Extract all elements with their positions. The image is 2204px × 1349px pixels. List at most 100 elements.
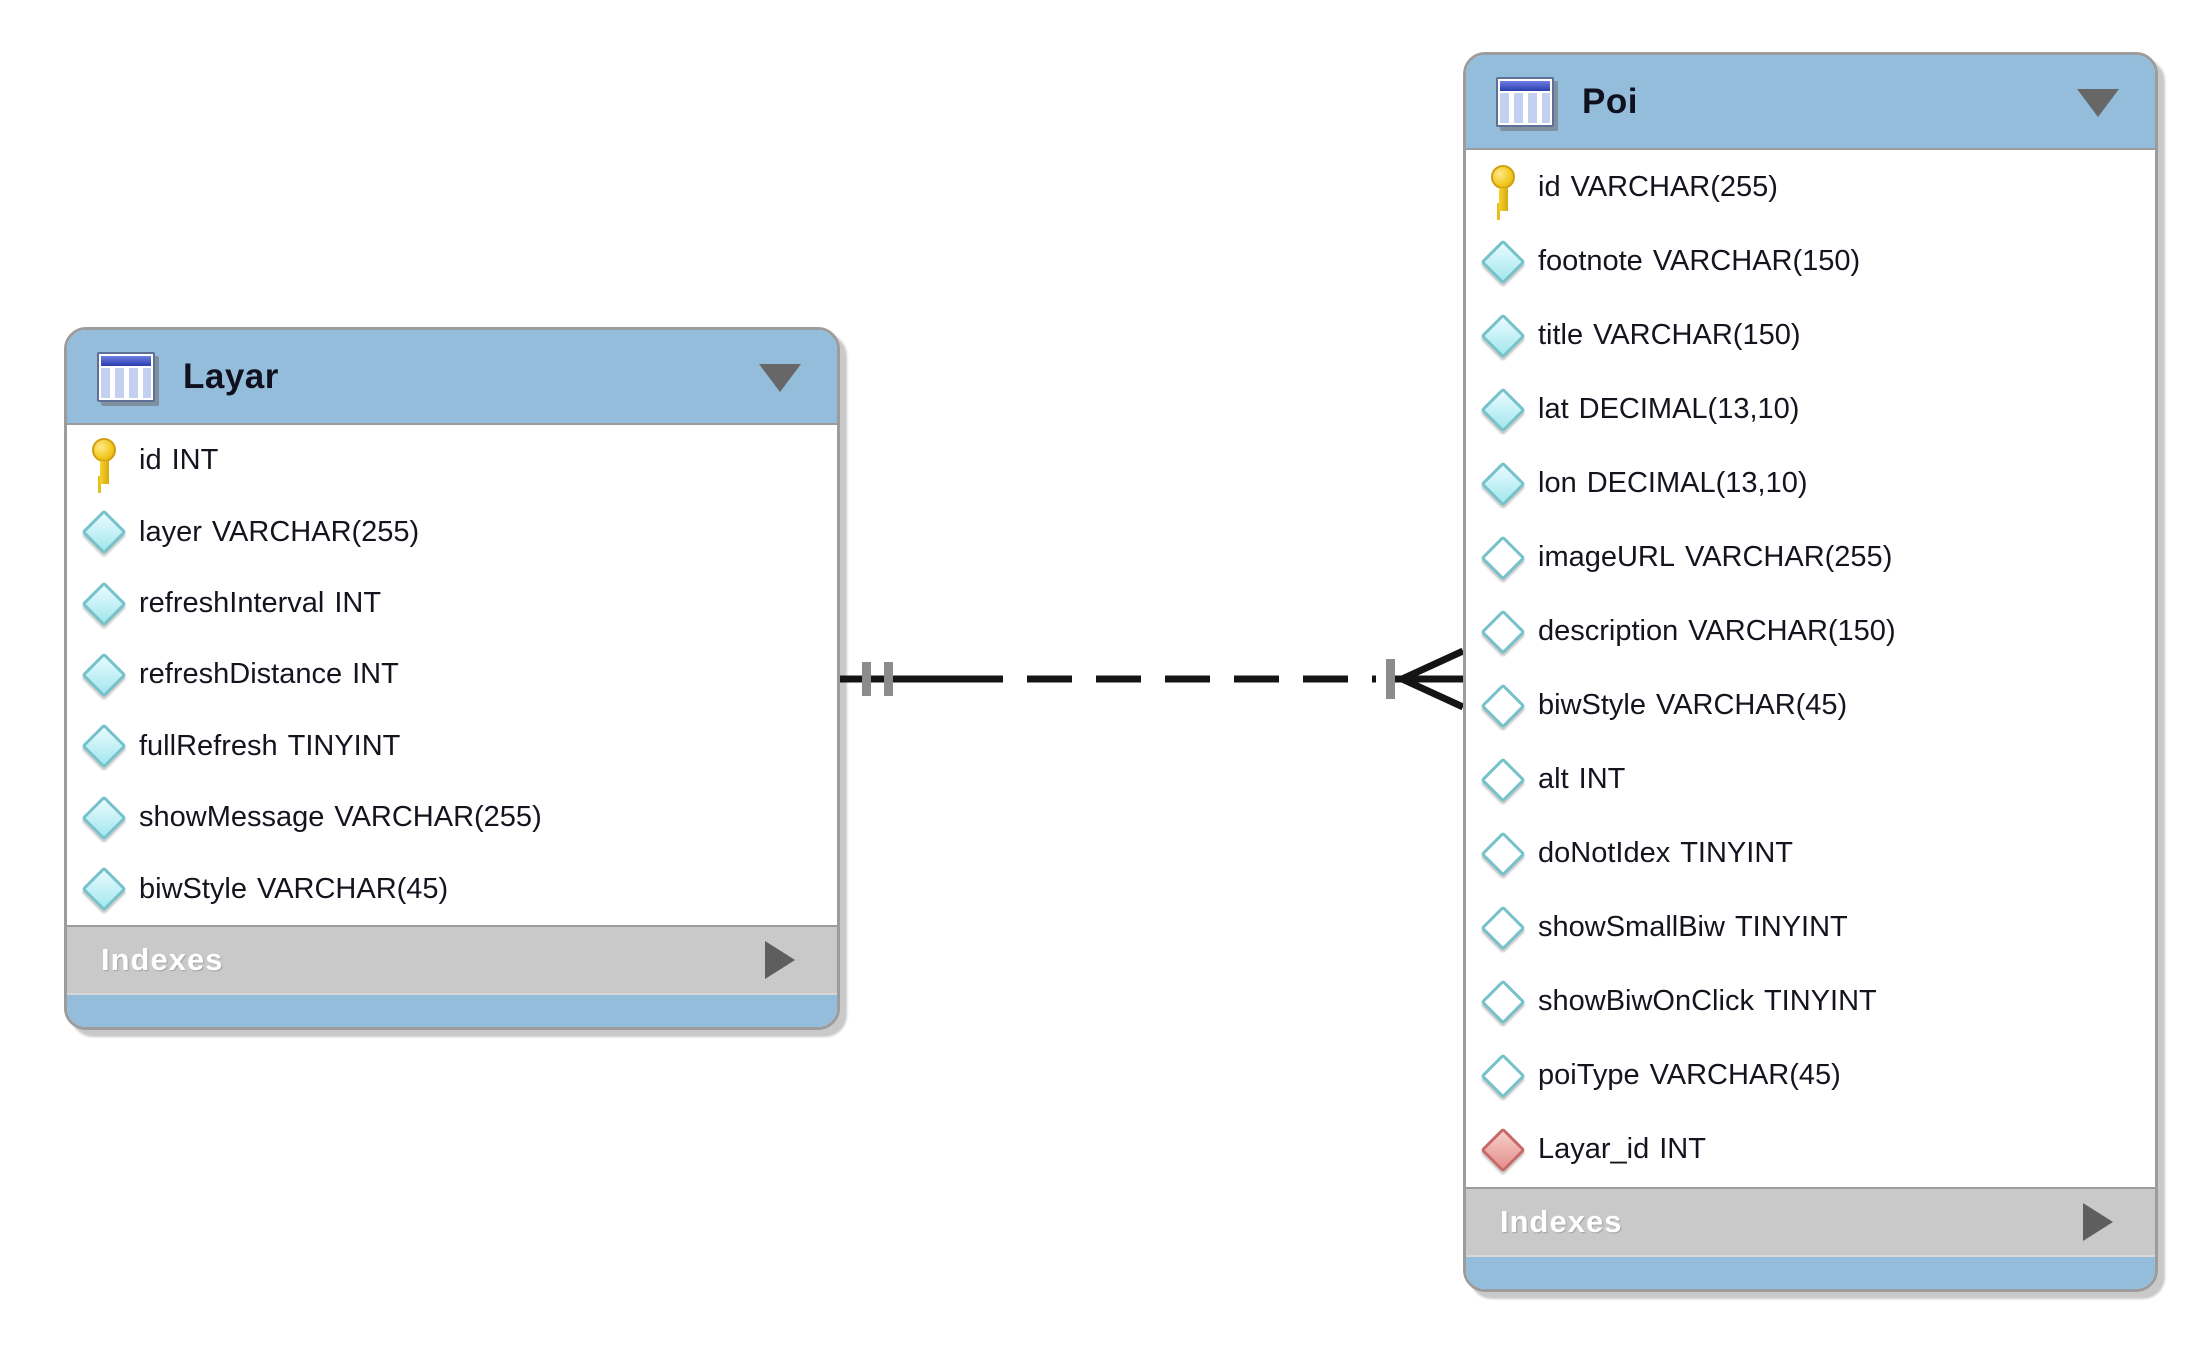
column-row[interactable]: id VARCHAR(255): [1466, 151, 2155, 225]
expand-arrow-icon[interactable]: [2083, 1203, 2113, 1241]
column-name: refreshInterval: [139, 587, 325, 620]
column-type: VARCHAR(45): [1649, 1059, 1841, 1091]
column-type: VARCHAR(45): [1656, 689, 1848, 721]
column-row[interactable]: alt INT: [1466, 743, 2155, 817]
table-icon: [97, 351, 155, 402]
column-type: TINYINT: [1763, 985, 1877, 1017]
column-name: lon: [1538, 467, 1577, 499]
not-null-column-icon: [81, 578, 127, 630]
indexes-label: Indexes: [101, 942, 224, 977]
column-name: biwStyle: [139, 872, 247, 905]
column-type: INT: [352, 658, 399, 691]
column-type: INT: [1659, 1133, 1706, 1165]
collapse-triangle-icon[interactable]: [759, 363, 801, 392]
table-icon: [1496, 76, 1554, 127]
nullable-column-icon: [1480, 902, 1526, 954]
column-name: lat: [1538, 393, 1569, 425]
column-type: INT: [171, 444, 219, 477]
column-name: refreshDistance: [139, 658, 343, 691]
column-row[interactable]: refreshDistance INT: [67, 639, 837, 710]
not-null-column-icon: [1480, 458, 1526, 510]
not-null-column-icon: [1480, 310, 1526, 362]
column-label: Layar_id INT: [1538, 1133, 1706, 1166]
nullable-column-icon: [1480, 976, 1526, 1028]
indexes-section-layar[interactable]: Indexes: [67, 925, 837, 993]
not-null-column-icon: [81, 506, 127, 558]
column-name: id: [1538, 171, 1561, 203]
indexes-section-poi[interactable]: Indexes: [1466, 1187, 2155, 1255]
collapse-triangle-icon[interactable]: [2077, 88, 2119, 117]
column-name: Layar_id: [1538, 1133, 1650, 1165]
column-label: showSmallBiw TINYINT: [1538, 911, 1848, 944]
column-label: id VARCHAR(255): [1538, 171, 1778, 204]
column-type: VARCHAR(45): [257, 872, 449, 905]
column-name: imageURL: [1538, 541, 1675, 573]
column-name: biwStyle: [1538, 689, 1646, 721]
nullable-column-icon: [1480, 828, 1526, 880]
column-type: DECIMAL(13,10): [1578, 393, 1800, 425]
column-type: INT: [1578, 763, 1626, 795]
column-name: doNotIdex: [1538, 837, 1671, 869]
column-type: VARCHAR(150): [1688, 615, 1896, 647]
column-row[interactable]: description VARCHAR(150): [1466, 595, 2155, 669]
table-title: Poi: [1582, 81, 1638, 121]
not-null-column-icon: [81, 792, 127, 844]
column-row[interactable]: imageURL VARCHAR(255): [1466, 521, 2155, 595]
column-type: TINYINT: [1734, 911, 1848, 943]
not-null-column-icon: [81, 649, 127, 701]
table-footer-band: [67, 993, 837, 1027]
column-label: biwStyle VARCHAR(45): [139, 873, 448, 906]
column-row[interactable]: refreshInterval INT: [67, 568, 837, 639]
crows-foot-bottom-prong-icon: [1400, 675, 1463, 711]
column-name: showSmallBiw: [1538, 911, 1725, 943]
cardinality-one-bar-icon: [862, 662, 871, 696]
column-row[interactable]: layer VARCHAR(255): [67, 497, 837, 568]
nullable-column-icon: [1480, 754, 1526, 806]
column-name: alt: [1538, 763, 1569, 795]
column-type: VARCHAR(255): [1570, 171, 1778, 203]
crows-foot-top-prong-icon: [1400, 647, 1463, 683]
table-header-layar[interactable]: Layar: [67, 330, 837, 425]
column-type: VARCHAR(150): [1652, 245, 1861, 277]
column-type: VARCHAR(150): [1593, 319, 1801, 351]
nullable-column-icon: [1480, 680, 1526, 732]
expand-arrow-icon[interactable]: [765, 941, 795, 979]
column-row[interactable]: biwStyle VARCHAR(45): [1466, 669, 2155, 743]
column-row[interactable]: biwStyle VARCHAR(45): [67, 853, 837, 924]
table-title: Layar: [183, 356, 279, 396]
column-label: alt INT: [1538, 763, 1625, 796]
column-type: INT: [334, 587, 382, 620]
column-type: VARCHAR(255): [1685, 541, 1893, 573]
primary-key-icon: [81, 435, 127, 487]
column-type: VARCHAR(255): [211, 515, 420, 548]
column-label: biwStyle VARCHAR(45): [1538, 689, 1847, 722]
column-row[interactable]: showSmallBiw TINYINT: [1466, 891, 2155, 965]
column-name: description: [1538, 615, 1679, 647]
relationship-connector-layar-poi[interactable]: [840, 639, 1463, 719]
table-header-poi[interactable]: Poi: [1466, 55, 2155, 150]
cardinality-bar-icon: [1386, 659, 1395, 699]
column-row[interactable]: Layar_id INT: [1466, 1113, 2155, 1187]
column-name: layer: [139, 515, 202, 548]
table-footer-band: [1466, 1255, 2155, 1289]
column-row[interactable]: lat DECIMAL(13,10): [1466, 373, 2155, 447]
